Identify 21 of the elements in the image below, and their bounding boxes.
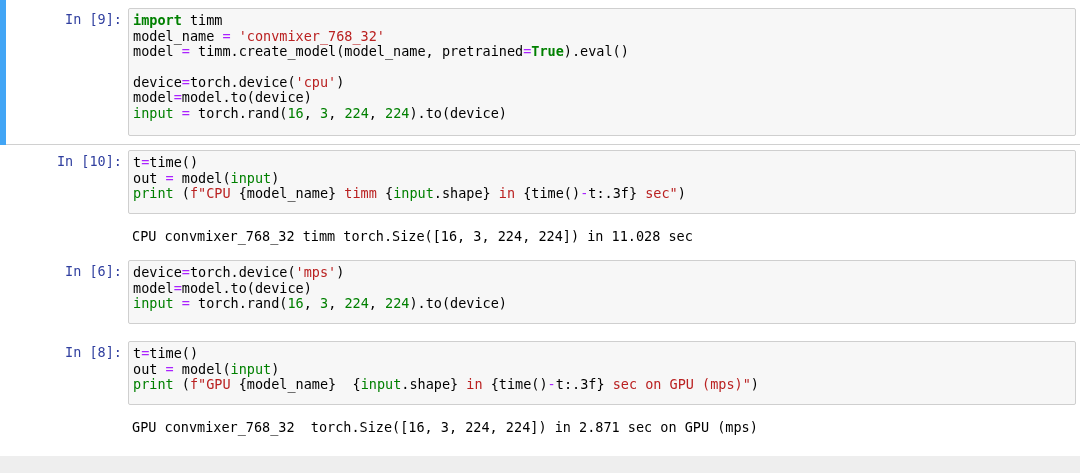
code-line: import timm (133, 13, 223, 29)
code-line: print (f"GPU {model_name} {input.shape} in {time()-t:.3f} sec on GPU (mps)") (133, 377, 759, 393)
code-line: model = timm.create_model(model_name, pretrained=True).eval() (133, 44, 629, 60)
code-line: out = model(input) (133, 361, 280, 377)
code-line: device=torch.device('mps') (133, 265, 345, 281)
code-line: out = model(input) (133, 170, 280, 186)
input-prompt: In [6]: (65, 263, 122, 279)
code-line: model=model.to(device) (133, 280, 312, 296)
code-line: print (f"CPU {model_name} timm {input.shape} in {time()-t:.3f} sec") (133, 186, 686, 202)
output-text: GPU convmixer_768_32 torch.Size([16, 3, 224, 224]) in 2.871 sec on GPU (mps) (132, 419, 758, 435)
input-prompt: In [10]: (56, 153, 122, 169)
code-line: model_name = 'convmixer_768_32' (133, 28, 385, 44)
code-line: model=model.to(device) (133, 90, 312, 106)
input-prompt: In [9]: (65, 11, 122, 27)
code-line: device=torch.device('cpu') (133, 74, 345, 90)
input-prompt: In [8]: (65, 344, 122, 360)
code-line: t=time() (133, 346, 199, 362)
output-text: CPU convmixer_768_32 timm torch.Size([16, 3, 224, 224]) in 11.028 sec (132, 228, 693, 244)
code-line: input = torch.rand(16, 3, 224, 224).to(device) (133, 296, 507, 312)
code-line: t=time() (133, 155, 199, 171)
code-line: input = torch.rand(16, 3, 224, 224).to(device) (133, 105, 507, 121)
